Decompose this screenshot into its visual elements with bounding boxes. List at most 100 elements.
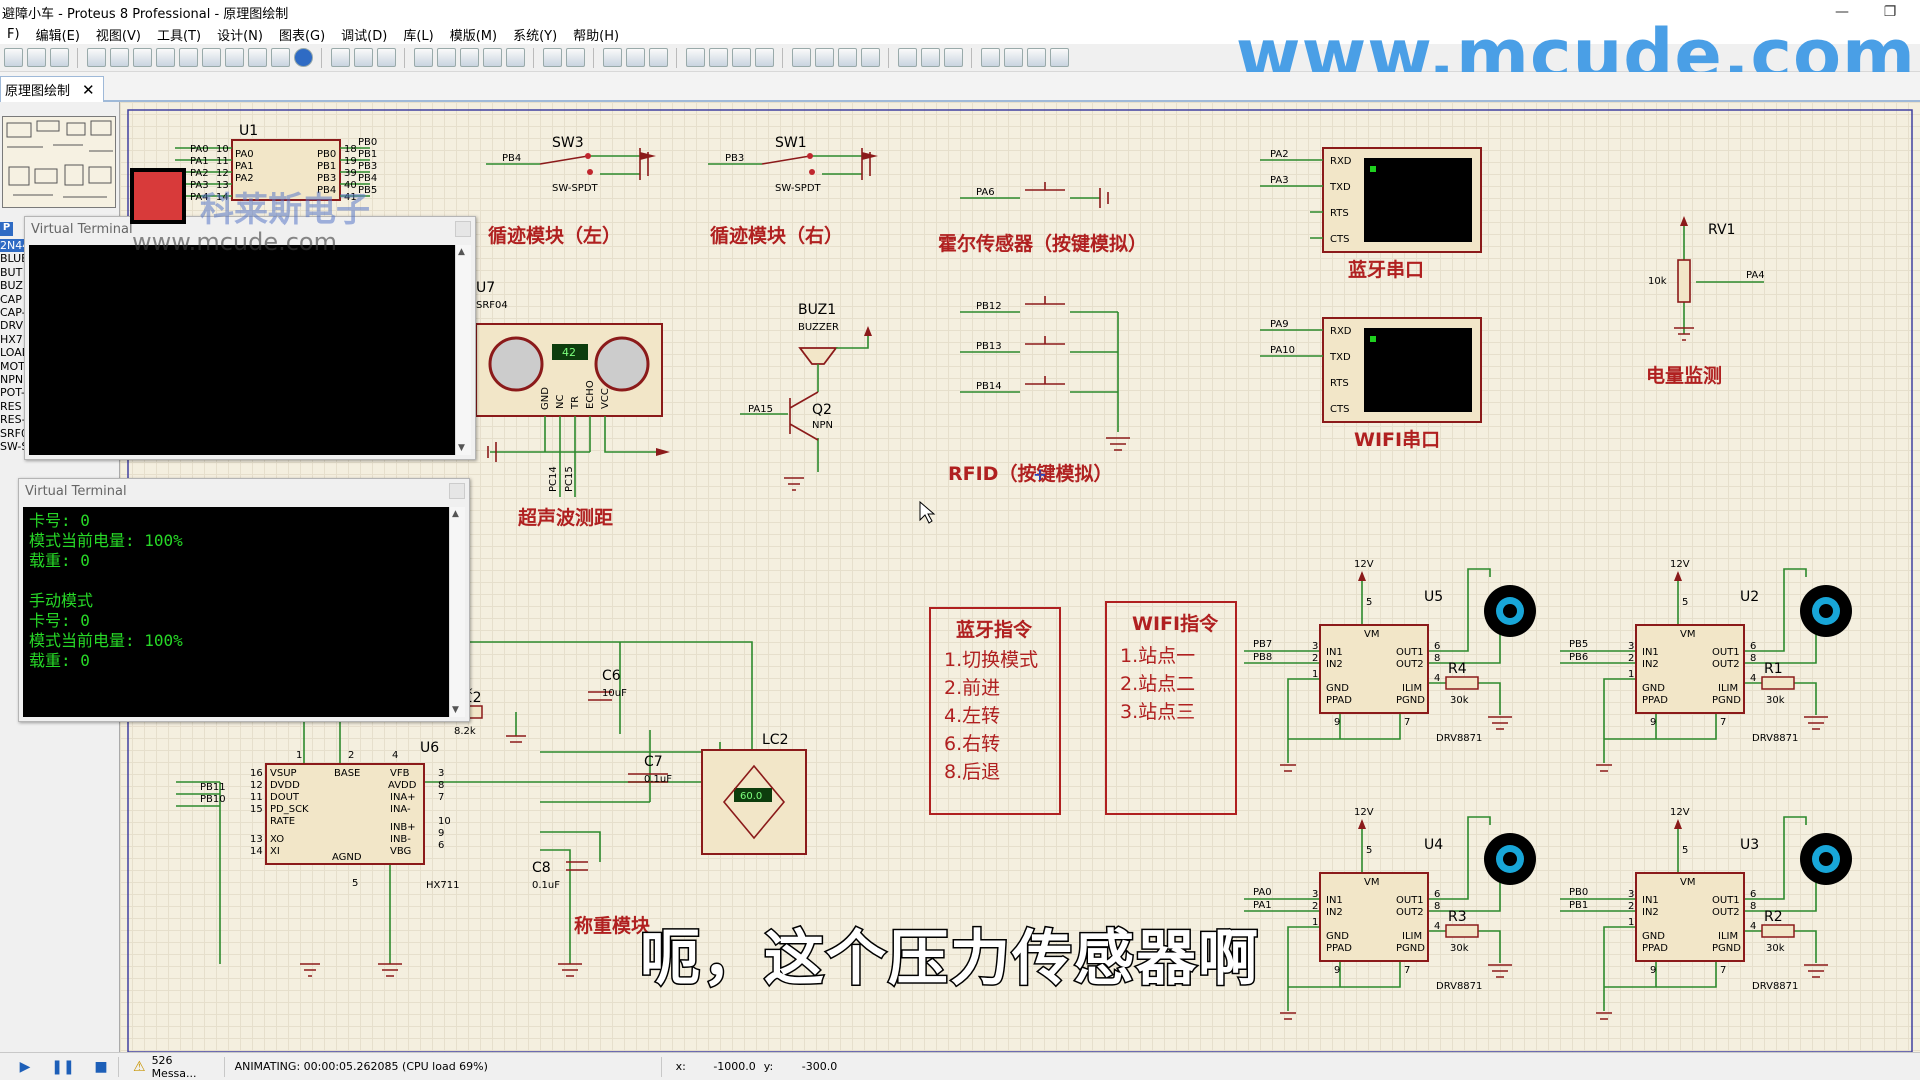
- zoom-area-icon[interactable]: [506, 48, 525, 67]
- device-item[interactable]: CAP-: [0, 306, 24, 320]
- gerber-icon[interactable]: [156, 48, 175, 67]
- home-icon[interactable]: [87, 48, 106, 67]
- remove-sheet-icon[interactable]: [1004, 48, 1023, 67]
- motor-driver-u4[interactable]: 12V U4 PA0 PA1 VM IN1 IN2 OUT1 OUT2 GND …: [1244, 807, 1536, 1020]
- property-tool-icon[interactable]: [944, 48, 963, 67]
- device-item[interactable]: POT-: [0, 386, 24, 400]
- pcb-icon[interactable]: [133, 48, 152, 67]
- terminal-scrollbar[interactable]: ▲ ▼: [455, 245, 471, 455]
- menu-graph[interactable]: 图表(G): [278, 28, 326, 44]
- terminal-screen[interactable]: 卡号: 0 模式当前电量: 100% 载重: 0 手动模式 卡号: 0 模式当前…: [23, 507, 449, 717]
- menu-template[interactable]: 模版(M): [449, 28, 498, 44]
- sw1-switch[interactable]: SW1 PB3 SW-SPDT: [708, 135, 878, 194]
- 3d-icon[interactable]: [179, 48, 198, 67]
- device-item[interactable]: DRV: [0, 319, 24, 333]
- device-item[interactable]: SRF0: [0, 426, 24, 440]
- block-rotate-icon[interactable]: [732, 48, 751, 67]
- open-icon[interactable]: [4, 48, 23, 67]
- new-sheet-icon[interactable]: [981, 48, 1000, 67]
- device-item[interactable]: HX71: [0, 332, 24, 346]
- scroll-down-icon[interactable]: ▼: [458, 443, 465, 453]
- paste-icon[interactable]: [649, 48, 668, 67]
- pan-icon[interactable]: [414, 48, 433, 67]
- menu-debug[interactable]: 调试(D): [341, 28, 388, 44]
- zoom-out-icon[interactable]: [460, 48, 479, 67]
- undo-icon[interactable]: [543, 48, 562, 67]
- u1-microcontroller[interactable]: U1 PA0 PA1 PA2 PA3 PA4 10 11 12 13 14 PA…: [175, 123, 377, 203]
- cut-icon[interactable]: [603, 48, 622, 67]
- virtual-terminal-titlebar[interactable]: Virtual Terminal: [19, 479, 469, 503]
- package-tool-icon[interactable]: [838, 48, 857, 67]
- overview-window[interactable]: [2, 116, 116, 208]
- message-count[interactable]: 526 Messa...: [151, 1053, 197, 1080]
- device-item[interactable]: BLUE: [0, 252, 24, 266]
- refresh-icon[interactable]: [331, 48, 350, 67]
- menu-file[interactable]: F): [7, 26, 20, 42]
- device-item[interactable]: CAP: [0, 292, 22, 306]
- save-icon[interactable]: [27, 48, 46, 67]
- pick-devices-button[interactable]: P: [0, 222, 13, 236]
- notes-icon[interactable]: [271, 48, 290, 67]
- stop-icon[interactable]: ■: [94, 1058, 108, 1075]
- weigh-module[interactable]: 60.0 U6 VSUP DVDD DOUT PD_SCK RATE XO XI…: [176, 641, 807, 977]
- minimize-button[interactable]: —: [1835, 4, 1849, 20]
- menu-design[interactable]: 设计(N): [217, 28, 263, 44]
- hall-sensor-button[interactable]: PA6 霍尔传感器（按键模拟）: [938, 182, 1147, 255]
- u7-ultrasonic-sensor[interactable]: U7 SRF04 42 GND NC TR ECHO VCC PC14 PC15…: [475, 280, 670, 529]
- schematic-icon[interactable]: [110, 48, 129, 67]
- help-icon[interactable]: [294, 48, 313, 67]
- device-item[interactable]: SW-S: [0, 440, 24, 454]
- device-item[interactable]: BUZ: [0, 279, 23, 293]
- scroll-up-icon[interactable]: ▲: [452, 509, 459, 519]
- menu-help[interactable]: 帮助(H): [573, 28, 620, 44]
- motor-driver-u3[interactable]: 12V U3 PB0 PB1 VM IN1 IN2 OUT1 OUT2 GND …: [1560, 807, 1852, 1020]
- make-device-icon[interactable]: [815, 48, 834, 67]
- motor-driver-u5[interactable]: 12V U5 PB7 PB8 VM IN1 IN2 OUT1 OUT2 GND …: [1244, 559, 1536, 772]
- decompose-icon[interactable]: [861, 48, 880, 67]
- virtual-terminal-window-2[interactable]: Virtual Terminal 卡号: 0 模式当前电量: 100% 载重: …: [18, 478, 470, 722]
- zoom-all-icon[interactable]: [483, 48, 502, 67]
- wifi-terminal-symbol[interactable]: RXD TXD RTS CTS PA9 PA10 WIFI串口: [1260, 317, 1482, 451]
- netlist-icon[interactable]: [1050, 48, 1069, 67]
- play-icon[interactable]: ▶: [19, 1058, 31, 1075]
- virtual-terminal-window-1[interactable]: Virtual Terminal ▲ ▼: [24, 216, 476, 460]
- wire-autorouter-icon[interactable]: [898, 48, 917, 67]
- copy-icon[interactable]: [626, 48, 645, 67]
- block-copy-icon[interactable]: [686, 48, 705, 67]
- terminal-screen[interactable]: [29, 245, 455, 455]
- virtual-terminal-titlebar[interactable]: Virtual Terminal: [25, 217, 475, 241]
- scroll-up-icon[interactable]: ▲: [458, 247, 465, 257]
- design-explorer-icon[interactable]: [248, 48, 267, 67]
- motor-driver-u2[interactable]: 12V U2 PB5 PB6 VM IN1 IN2 OUT1 OUT2 GND …: [1560, 559, 1852, 772]
- bluetooth-terminal-symbol[interactable]: RXD TXD RTS CTS PA2 PA3 蓝牙串口: [1260, 147, 1482, 281]
- device-item[interactable]: RES-: [0, 413, 24, 427]
- menu-edit[interactable]: 编辑(E): [35, 28, 80, 44]
- block-move-icon[interactable]: [709, 48, 728, 67]
- device-item[interactable]: RES: [0, 399, 22, 413]
- rfid-buttons[interactable]: PB12 PB13 PB14 RFID（按键模拟）: [948, 296, 1130, 485]
- menu-library[interactable]: 库(L): [403, 28, 434, 44]
- close-icon[interactable]: [455, 221, 471, 237]
- device-item[interactable]: LOAD: [0, 346, 24, 360]
- tab-schematic[interactable]: 原理图绘制 ✕: [0, 76, 104, 102]
- zoom-in-icon[interactable]: [437, 48, 456, 67]
- search-icon[interactable]: [921, 48, 940, 67]
- grid-icon[interactable]: [354, 48, 373, 67]
- source-icon[interactable]: [225, 48, 244, 67]
- origin-icon[interactable]: [377, 48, 396, 67]
- close-icon[interactable]: [449, 483, 465, 499]
- device-item[interactable]: MOT: [0, 359, 24, 373]
- restore-button[interactable]: ❐: [1883, 4, 1897, 20]
- import-icon[interactable]: [50, 48, 69, 67]
- rv1-potentiometer[interactable]: RV1 10k PA4 电量监测: [1646, 216, 1765, 387]
- goto-sheet-icon[interactable]: [1027, 48, 1046, 67]
- device-item[interactable]: 2N44: [0, 239, 24, 253]
- menu-system[interactable]: 系统(Y): [513, 28, 558, 44]
- device-item[interactable]: NPN: [0, 373, 24, 387]
- scroll-down-icon[interactable]: ▼: [452, 705, 459, 715]
- device-item[interactable]: BUT: [0, 265, 23, 279]
- buzzer-circuit[interactable]: BUZ1 BUZZER Q2 NPN PA15: [740, 302, 872, 491]
- pick-device-icon[interactable]: [792, 48, 811, 67]
- pause-icon[interactable]: ❚❚: [51, 1058, 75, 1075]
- close-icon[interactable]: ✕: [82, 80, 95, 99]
